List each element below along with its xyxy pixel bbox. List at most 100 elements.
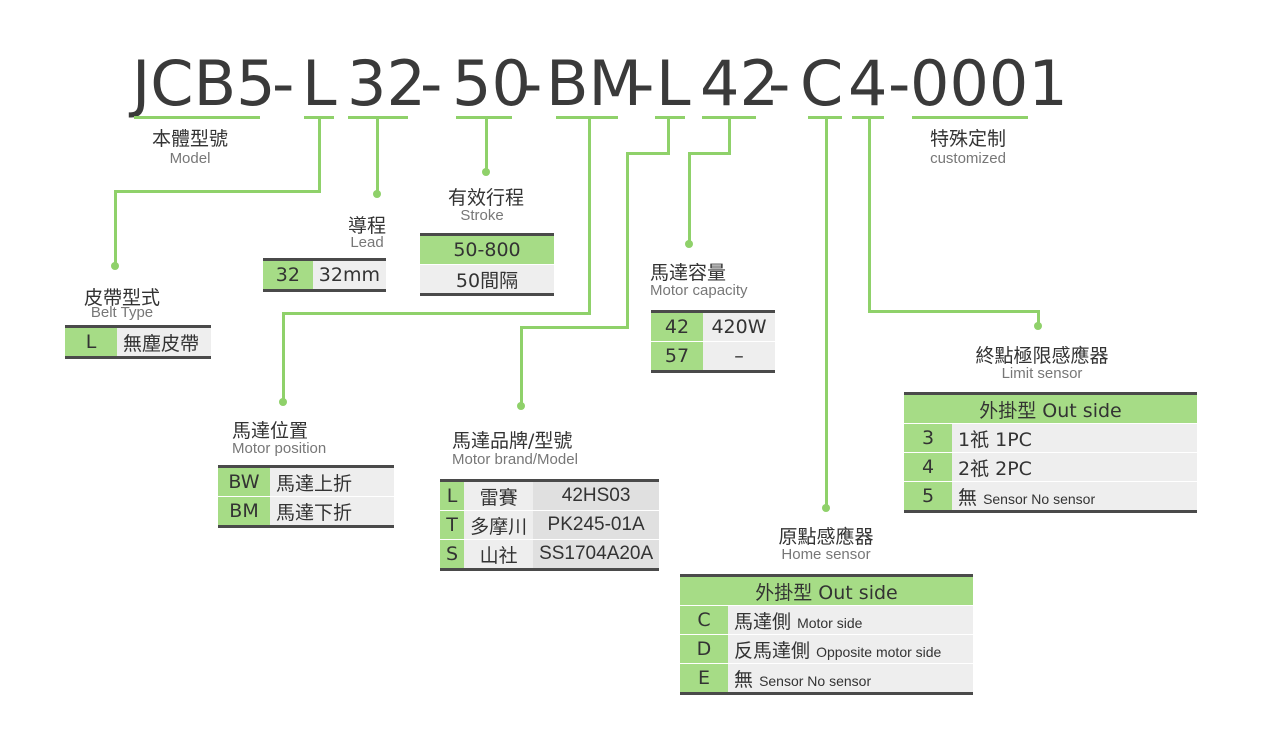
- limit-sensor-value-zh: 無: [958, 486, 978, 509]
- motor-position-value: 馬達上折: [270, 466, 394, 497]
- connector-motor-brand: [520, 326, 629, 329]
- connector-belt: [114, 190, 117, 266]
- limit-sensor-value: 2祇 2PC: [952, 452, 1197, 482]
- table-row: D 反馬達側 Opposite motor side: [680, 634, 973, 664]
- home-sensor-code: D: [680, 634, 728, 664]
- connector-dot: [111, 262, 119, 270]
- motor-capacity-value: –: [703, 341, 775, 372]
- table-row: BM 馬達下折: [218, 496, 394, 527]
- belt-table: L 無塵皮帶: [65, 325, 211, 359]
- limit-sensor-value-en: Sensor No sensor: [983, 490, 1096, 507]
- code-motor-brand: L: [656, 47, 691, 120]
- code-model: JCB5: [132, 47, 276, 120]
- connector-motor-brand: [667, 116, 670, 154]
- motor-brand-code: L: [440, 480, 465, 511]
- connector-motor-position: [588, 116, 591, 314]
- connector-limit-sensor: [1037, 310, 1040, 326]
- limit-sensor-code: 5: [904, 481, 952, 512]
- table-row: S 山社 SS1704A20A: [440, 539, 660, 570]
- motor-brand-table: L 雷賽 42HS03 T 多摩川 PK245-01A S 山社 SS1704A…: [440, 479, 660, 571]
- lead-code: 32: [263, 259, 313, 291]
- label-motor-capacity: 馬達容量: [650, 262, 727, 284]
- limit-sensor-table: 外掛型 Out side 3 1祇 1PC 4 2祇 2PC 5 無 Senso…: [904, 392, 1197, 513]
- limit-sensor-value-zh: 1祇 1PC: [958, 428, 1032, 451]
- motor-brand-model: SS1704A20A: [533, 539, 660, 570]
- home-sensor-header: 外掛型 Out side: [680, 575, 973, 606]
- limit-sensor-value: 1祇 1PC: [952, 423, 1197, 453]
- label-limit-sensor-en: Limit sensor: [1001, 365, 1083, 382]
- connector-motor-brand: [626, 152, 670, 155]
- label-custom-en: customized: [930, 150, 1006, 167]
- code-custom: 0001: [910, 47, 1068, 120]
- code-separator: -: [420, 47, 443, 120]
- label-custom: 特殊定制: [929, 128, 1006, 150]
- connector-motor-position: [282, 312, 285, 400]
- stroke-interval: 50間隔: [420, 264, 554, 295]
- motor-position-value: 馬達下折: [270, 496, 394, 527]
- connector-motor-capacity: [688, 152, 731, 155]
- connector-motor-brand: [520, 326, 523, 406]
- belt-code: L: [65, 326, 117, 358]
- limit-sensor-header: 外掛型 Out side: [904, 393, 1197, 424]
- code-separator: -: [768, 47, 791, 120]
- motor-position-code: BW: [218, 466, 270, 497]
- label-motor-capacity-en: Motor capacity: [650, 282, 748, 299]
- connector-motor-capacity: [728, 116, 731, 154]
- underline-custom: [912, 116, 1028, 119]
- connector-limit-sensor: [868, 116, 871, 312]
- connector-motor-capacity: [688, 152, 691, 244]
- label-model: 本體型號: [151, 128, 228, 150]
- table-row: 32 32mm: [263, 259, 386, 291]
- home-sensor-code: C: [680, 605, 728, 635]
- home-sensor-value: 無 Sensor No sensor: [728, 663, 973, 694]
- label-limit-sensor: 終點極限感應器: [975, 345, 1109, 367]
- connector-stroke: [485, 116, 488, 172]
- motor-brand-model: PK245-01A: [533, 510, 660, 540]
- connector-lead: [376, 116, 379, 194]
- table-row: 42 420W: [651, 311, 775, 342]
- label-model-en: Model: [169, 150, 211, 167]
- code-separator: -: [520, 47, 543, 120]
- motor-capacity-code: 42: [651, 311, 703, 342]
- code-separator: -: [272, 47, 295, 120]
- label-motor-brand-en: Motor brand/Model: [452, 451, 578, 468]
- connector-dot: [373, 190, 381, 198]
- connector-dot: [1034, 322, 1042, 330]
- code-belt: L: [302, 47, 337, 120]
- connector-home-sensor: [825, 116, 828, 508]
- code-motor-position: BM: [546, 47, 643, 120]
- home-sensor-table: 外掛型 Out side C 馬達側 Motor side D 反馬達側 Opp…: [680, 574, 973, 695]
- table-row: 外掛型 Out side: [904, 393, 1197, 424]
- connector-limit-sensor: [868, 310, 1040, 313]
- motor-brand-code: S: [440, 539, 465, 570]
- table-row: 57 –: [651, 341, 775, 372]
- table-row: BW 馬達上折: [218, 466, 394, 497]
- motor-position-table: BW 馬達上折 BM 馬達下折: [218, 465, 394, 528]
- table-row: 3 1祇 1PC: [904, 423, 1197, 453]
- home-sensor-value-zh: 無: [734, 668, 754, 691]
- label-belt: 皮帶型式: [83, 287, 160, 309]
- code-limit-sensor: 4: [848, 47, 888, 120]
- table-row: 4 2祇 2PC: [904, 452, 1197, 482]
- limit-sensor-code: 4: [904, 452, 952, 482]
- home-sensor-code: E: [680, 663, 728, 694]
- limit-sensor-code: 3: [904, 423, 952, 453]
- connector-belt: [318, 116, 321, 192]
- table-row: C 馬達側 Motor side: [680, 605, 973, 635]
- label-motor-brand: 馬達品牌/型號: [452, 430, 573, 452]
- code-separator: -: [888, 47, 911, 120]
- underline-motor-brand: [655, 116, 685, 119]
- connector-belt: [114, 190, 321, 193]
- home-sensor-value-en: Motor side: [797, 614, 863, 631]
- code-stroke: 50: [452, 47, 531, 120]
- connector-motor-brand: [626, 152, 629, 328]
- underline-motor-position: [556, 116, 618, 119]
- label-motor-position-en: Motor position: [232, 440, 327, 457]
- limit-sensor-value-zh: 2祇 2PC: [958, 457, 1032, 480]
- table-row: L 雷賽 42HS03: [440, 480, 660, 511]
- label-lead: 導程: [347, 215, 386, 237]
- home-sensor-value: 馬達側 Motor side: [728, 605, 973, 635]
- connector-motor-position: [282, 312, 591, 315]
- code-motor-capacity: 42: [700, 47, 779, 120]
- home-sensor-value: 反馬達側 Opposite motor side: [728, 634, 973, 664]
